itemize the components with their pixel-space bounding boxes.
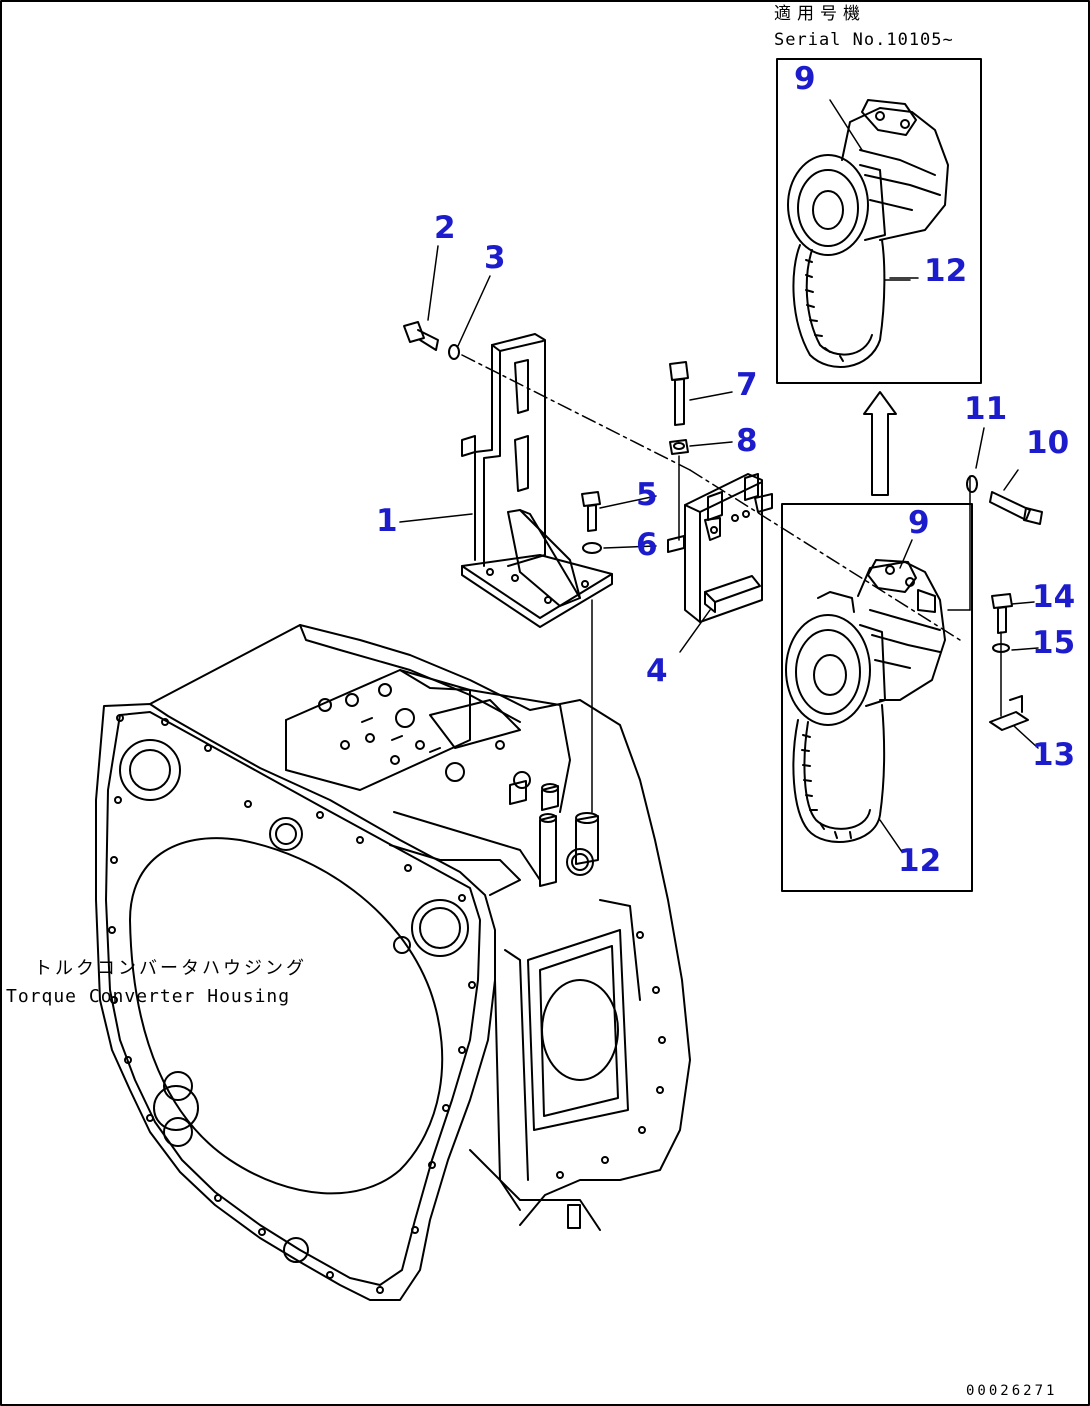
callout-7: 7	[736, 367, 758, 403]
leader-lines	[399, 99, 1039, 853]
bolt-part-5	[581, 491, 601, 532]
callout-14: 14	[1032, 579, 1076, 615]
bolt-part-7	[669, 361, 689, 426]
callout-15: 15	[1032, 625, 1076, 661]
bolt-part-10	[989, 491, 1043, 525]
callout-13: 13	[1032, 737, 1076, 773]
bracket-part-4	[667, 473, 773, 623]
compressor-frame	[781, 503, 973, 892]
bolt-part-2	[403, 321, 439, 351]
drawing-number: 00026271	[966, 1383, 1058, 1399]
callout-8: 8	[736, 423, 758, 459]
serial-note-japanese: 適用号機	[774, 4, 866, 24]
inset-frame	[776, 58, 982, 384]
bolt-part-14	[991, 593, 1013, 634]
inset-compressor	[787, 99, 949, 368]
serial-note-english: Serial No.10105~	[774, 30, 954, 50]
arrow-up-icon	[863, 391, 897, 496]
callout-5: 5	[636, 477, 658, 513]
callout-12-inset: 12	[924, 253, 968, 289]
housing-label-japanese: トルクコンバータハウジング	[34, 958, 307, 979]
callout-6: 6	[636, 527, 658, 563]
bracket-part-1	[461, 333, 613, 628]
callout-9-inset: 9	[794, 61, 816, 97]
plate-part-13	[989, 695, 1029, 731]
callout-9-main: 9	[908, 505, 930, 541]
main-compressor	[785, 559, 946, 843]
callout-1: 1	[376, 503, 398, 539]
washer-part-6	[582, 542, 602, 554]
callout-11: 11	[964, 391, 1008, 427]
callout-4: 4	[646, 653, 668, 689]
callout-10: 10	[1026, 425, 1070, 461]
callout-12-main: 12	[898, 843, 942, 879]
callout-2: 2	[434, 210, 456, 246]
washer-part-3	[448, 344, 460, 360]
torque-converter-housing	[95, 624, 691, 1301]
callout-3: 3	[484, 240, 506, 276]
washer-part-11	[966, 475, 978, 493]
housing-label-english: Torque Converter Housing	[6, 986, 291, 1007]
nut-part-8	[669, 439, 689, 455]
